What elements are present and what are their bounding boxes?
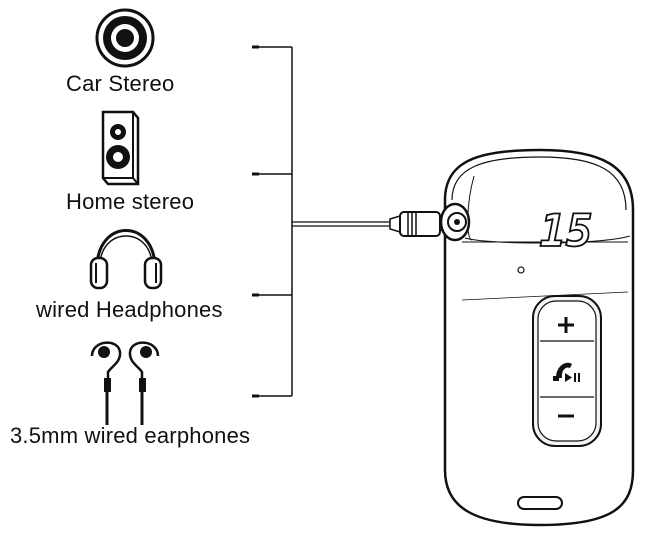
phone-play-pause-icon bbox=[553, 362, 580, 382]
display-readout: 15 bbox=[540, 206, 593, 257]
home-speaker-icon bbox=[101, 110, 140, 186]
usb-port bbox=[517, 496, 563, 510]
volume-down-button[interactable] bbox=[540, 399, 594, 439]
aux-jack bbox=[439, 202, 471, 242]
connector-bracket bbox=[252, 45, 293, 398]
aux-cable bbox=[292, 211, 453, 237]
bluetooth-receiver-device: 15 bbox=[439, 148, 635, 527]
earphones-icon bbox=[90, 341, 160, 425]
plus-icon bbox=[558, 317, 574, 333]
headphones-icon bbox=[89, 229, 163, 290]
speaker-cone-icon bbox=[95, 8, 155, 68]
status-led bbox=[517, 266, 525, 274]
output-label-car-stereo: Car Stereo bbox=[66, 71, 175, 96]
output-label-wired-headphones: wired Headphones bbox=[36, 297, 223, 322]
output-label-home-stereo: Home stereo bbox=[66, 189, 195, 214]
output-label-wired-earphones: 3.5mm wired earphones bbox=[10, 423, 251, 448]
call-play-pause-button[interactable] bbox=[540, 342, 594, 396]
volume-up-button[interactable] bbox=[540, 303, 594, 340]
